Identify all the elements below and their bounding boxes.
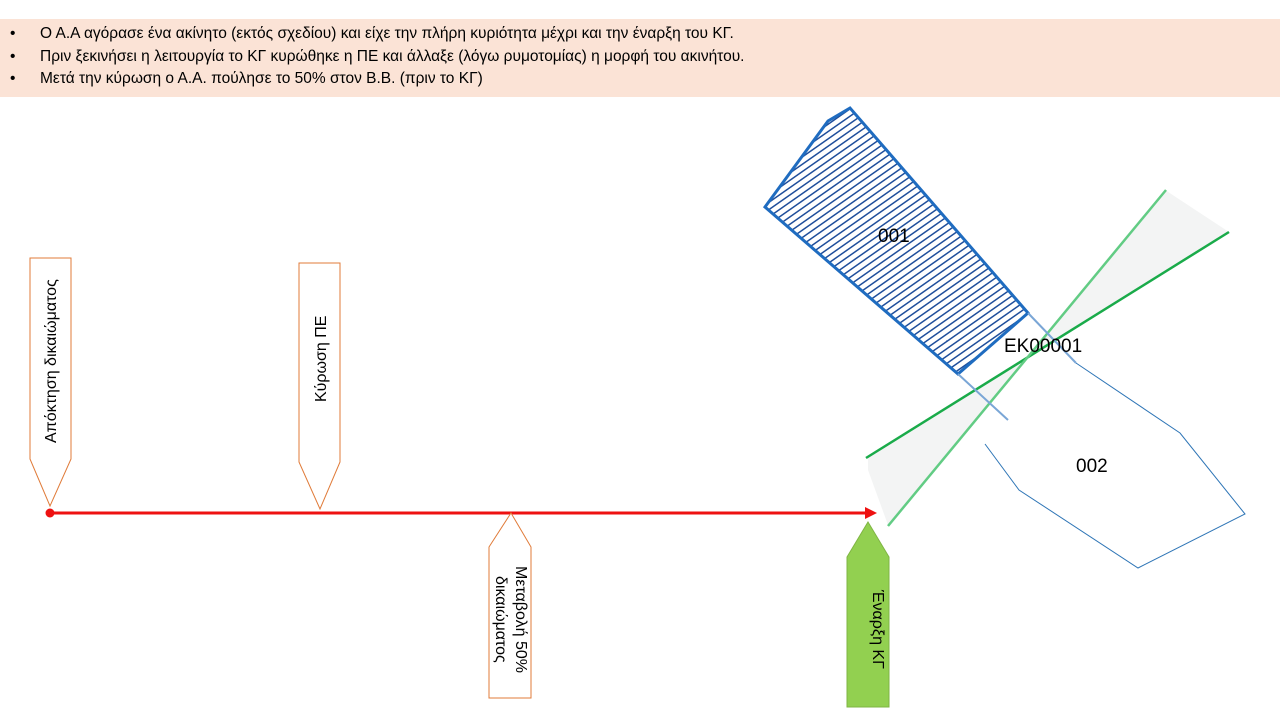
callout-shape [298, 262, 341, 511]
note-item: Ο Α.Α αγόρασε ένα ακίνητο (εκτός σχεδίου… [0, 23, 1280, 46]
road-label-ek00001: ΕΚ00001 [1004, 336, 1082, 357]
road-edge-lower [887, 189, 1167, 527]
road-ek00001 [865, 189, 1230, 527]
parcel-hatched [762, 106, 1031, 376]
timeline [45, 507, 877, 519]
note-item: Πριν ξεκινήσει η λειτουργία το ΚΓ κυρώθη… [0, 46, 1280, 69]
timeline-start-dot [45, 508, 55, 518]
event-label: Απόκτηση δικαιώματος [43, 279, 60, 443]
event-right-change: Μεταβολή 50% δικαιώματος [488, 512, 532, 699]
note-item: Μετά την κύρωση ο Α.Α. πούλησε το 50% στ… [0, 68, 1280, 91]
event-label-line1: Μεταβολή 50% [512, 566, 529, 673]
event-acquisition: Απόκτηση δικαιώματος [29, 257, 72, 508]
event-plan-ratification: Κύρωση ΠΕ [298, 262, 341, 511]
callout-shape [846, 521, 890, 708]
timeline-arrowhead [865, 507, 877, 519]
callout-shape [488, 512, 532, 699]
parcel-label-002: 002 [1076, 456, 1108, 477]
parcel-boundary [957, 373, 1009, 421]
road-edge-upper [865, 230, 1230, 460]
parcel-outline [984, 362, 1246, 569]
parcel-boundary [1027, 312, 1077, 364]
event-label: Κύρωση ΠΕ [313, 316, 330, 402]
event-label: Έναρξη ΚΓ [869, 589, 886, 669]
parcel-001 [762, 106, 1077, 421]
event-cadastre-start: Έναρξη ΚΓ [846, 521, 890, 708]
callout-shape [29, 257, 72, 508]
parcel-label-001: 001 [878, 226, 910, 247]
parcel-002 [984, 362, 1246, 569]
event-label-line2: δικαιώματος [492, 576, 509, 663]
notes-panel: Ο Α.Α αγόρασε ένα ακίνητο (εκτός σχεδίου… [0, 19, 1280, 97]
